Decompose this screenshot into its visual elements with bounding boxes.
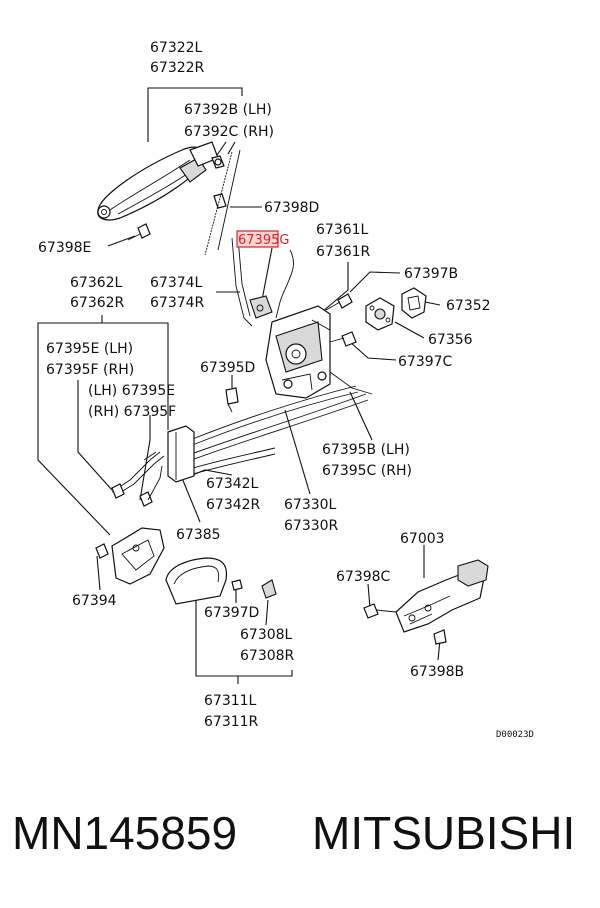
latch-screws (325, 293, 357, 347)
label-67395B: 67395B (LH) (322, 442, 410, 458)
label-67374R: 67374R (150, 295, 205, 311)
label-67330R: 67330R (284, 518, 339, 534)
label-67395G: 67395G (238, 233, 289, 248)
label-67385: 67385 (176, 527, 221, 543)
label-67374L: 67374L (150, 275, 203, 291)
label-67308R: 67308R (240, 648, 295, 664)
part-labels: 67322L 67322R 67392B (LH) 67392C (RH) 67… (38, 40, 534, 740)
handle-bolts (127, 155, 227, 241)
label-67397D: 67397D (204, 605, 259, 621)
label-67342R: 67342R (206, 497, 261, 513)
release-cables-part (185, 385, 369, 477)
callout-lines (37, 87, 441, 684)
label-67322R: 67322R (150, 60, 205, 76)
label-67395F-rh: 67395F (RH) (46, 362, 134, 378)
outside-handle-part (97, 141, 219, 221)
label-67342L: 67342L (206, 476, 259, 492)
label-67398E: 67398E (38, 240, 91, 256)
inner-rods-part (111, 451, 165, 507)
label-67394: 67394 (72, 593, 117, 609)
highlighted-part-box (236, 230, 279, 248)
cable-clip-part (225, 387, 239, 413)
label-67361L: 67361L (316, 222, 369, 238)
striker-parts (365, 287, 427, 331)
label-67362L: 67362L (70, 275, 123, 291)
label-67392B: 67392B (LH) (184, 102, 272, 118)
label-67398C: 67398C (336, 569, 391, 585)
label-67395C: 67395C (RH) (322, 463, 412, 479)
label-67395E-lh-mid: (LH) 67395E (88, 383, 175, 399)
label-67397C: 67397C (398, 354, 453, 370)
exploded-parts-diagram: 67322L 67322R 67392B (LH) 67392C (RH) 67… (37, 40, 534, 740)
label-67392C: 67392C (RH) (184, 124, 274, 140)
label-67398D: 67398D (264, 200, 319, 216)
label-67398B: 67398B (410, 664, 464, 680)
label-67330L: 67330L (284, 497, 337, 513)
part-number: MN145859 (12, 807, 238, 859)
diagram-code: D00023D (496, 730, 534, 740)
door-check-part (363, 559, 489, 645)
lock-rods-part (231, 237, 294, 327)
label-67003: 67003 (400, 531, 445, 547)
label-67397B: 67397B (404, 266, 458, 282)
label-67356: 67356 (428, 332, 473, 348)
label-67311L: 67311L (204, 693, 257, 709)
label-67361R: 67361R (316, 244, 371, 260)
label-67395D: 67395D (200, 360, 255, 376)
label-67395E-lh: 67395E (LH) (46, 341, 133, 357)
label-67311R: 67311R (204, 714, 259, 730)
door-latch-part (265, 305, 373, 399)
label-67308L: 67308L (240, 627, 293, 643)
inside-handle-part (95, 527, 277, 605)
brand-name: MITSUBISHI (312, 807, 576, 859)
label-67395F-rh-mid: (RH) 67395F (88, 404, 176, 420)
cable-clamp-part (167, 425, 195, 483)
label-67322L: 67322L (150, 40, 203, 56)
label-67362R: 67362R (70, 295, 125, 311)
label-67352: 67352 (446, 298, 491, 314)
